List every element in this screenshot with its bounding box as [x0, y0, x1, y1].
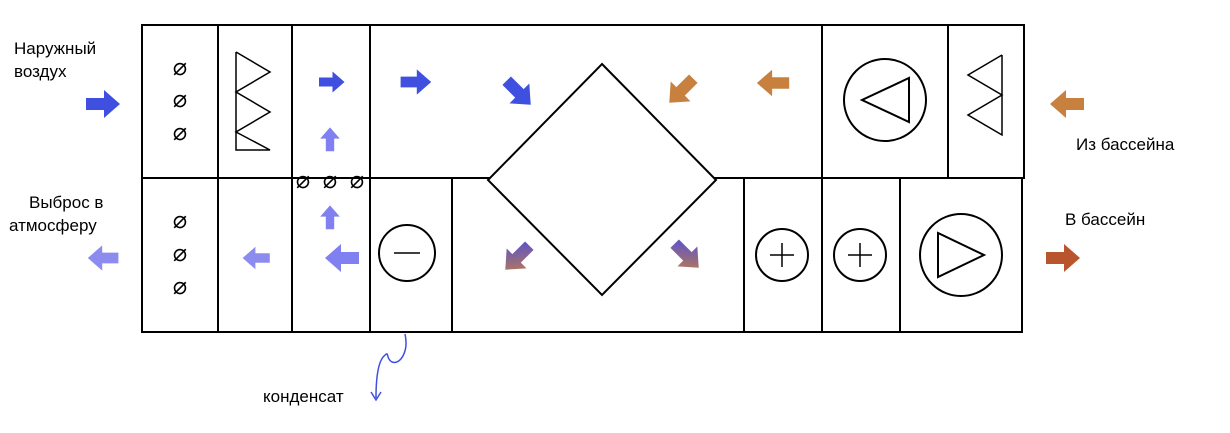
- outdoor-air-label-line1: Наружный: [14, 39, 96, 58]
- casing-lower-left: [141, 178, 744, 333]
- recirculation-arrow-icon: [320, 127, 340, 152]
- condensate-label: конденсат: [263, 387, 344, 406]
- condensate-drain-icon: [370, 333, 407, 402]
- exhaust-air-arrow-icon: [242, 246, 270, 270]
- fresh-air-to-exchanger-arrow-icon: [496, 70, 541, 115]
- fresh-air-filter-icon: [234, 51, 272, 151]
- cooling-coil-icon: [378, 224, 436, 282]
- from-pool-label: Из бассейна: [1076, 135, 1175, 154]
- fresh-air-damper: ⌀ ⌀ ⌀: [173, 54, 187, 146]
- heater-2-icon: [833, 228, 887, 282]
- damper-symbol: ⌀: [173, 207, 187, 234]
- extract-fan-icon: [843, 58, 927, 142]
- supply-from-exchanger-arrow-icon: [664, 233, 709, 278]
- damper-symbol: ⌀: [296, 167, 310, 194]
- exhaust-from-exchanger-arrow-icon: [495, 235, 540, 280]
- casing-lower-right: [744, 178, 1023, 333]
- heater-1-icon: [755, 228, 809, 282]
- damper-symbol: ⌀: [323, 167, 337, 194]
- recirculation-damper: ⌀ ⌀ ⌀: [296, 167, 364, 194]
- pool-air-arrow-icon: [756, 69, 790, 97]
- damper-symbol: ⌀: [173, 86, 187, 113]
- to-pool-label: В бассейн: [1065, 210, 1145, 229]
- damper-symbol: ⌀: [173, 54, 187, 81]
- exhaust-label-line1: Выброс в: [29, 193, 103, 212]
- to-pool-arrow-icon: [1046, 244, 1080, 272]
- pool-air-to-exchanger-arrow-icon: [659, 68, 704, 113]
- exhaust-damper: ⌀ ⌀ ⌀: [173, 207, 187, 300]
- heat-exchanger-icon: [486, 62, 718, 297]
- exhaust-label-line2: атмосферу: [9, 216, 97, 235]
- outdoor-air-arrow-icon: [86, 90, 120, 118]
- outdoor-air-label-line2: воздух: [14, 62, 67, 81]
- damper-symbol: ⌀: [350, 167, 364, 194]
- damper-symbol: ⌀: [173, 240, 187, 267]
- recirculation-arrow-icon: [320, 205, 340, 230]
- supply-fan-icon: [919, 213, 1003, 297]
- pool-air-arrow-icon: [1050, 90, 1084, 118]
- fresh-air-arrow-icon: [319, 71, 345, 93]
- pool-air-filter-icon: [966, 54, 1004, 137]
- fresh-air-arrow-icon: [400, 69, 432, 95]
- exhaust-outlet-arrow-icon: [87, 245, 119, 271]
- damper-symbol: ⌀: [173, 119, 187, 146]
- exhaust-air-arrow-icon: [325, 244, 359, 272]
- damper-symbol: ⌀: [173, 273, 187, 300]
